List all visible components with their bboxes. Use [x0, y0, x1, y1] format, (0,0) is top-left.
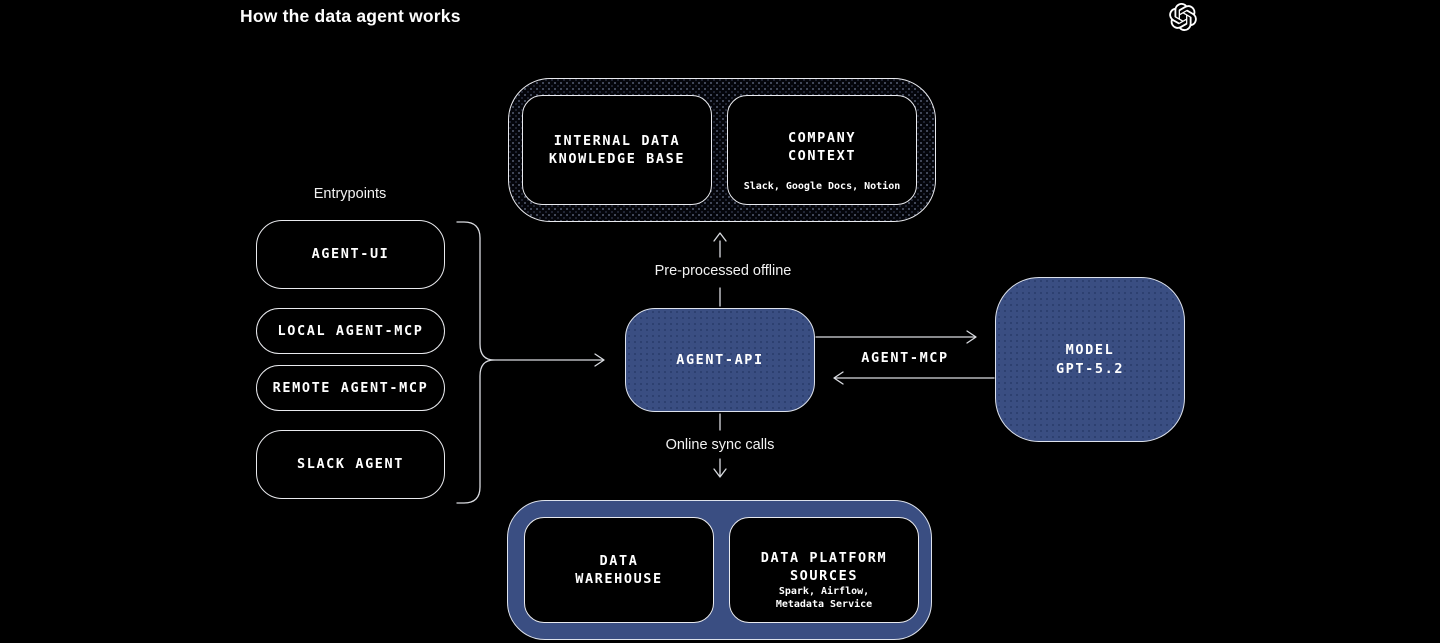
node-agent-ui: AGENT-UI [256, 220, 445, 289]
preprocessed-offline-label: Pre-processed offline [654, 263, 792, 279]
model-label: MODEL GPT-5.2 [1055, 341, 1125, 377]
data-warehouse-label: DATA WAREHOUSE [575, 552, 663, 587]
node-internal-data-knowledge-base: INTERNAL DATA KNOWLEDGE BASE [522, 95, 712, 205]
company-context-label: COMPANY CONTEXT [787, 129, 857, 164]
entrypoints-label: Entrypoints [313, 186, 387, 202]
internal-data-label: INTERNAL DATA KNOWLEDGE BASE [548, 132, 686, 167]
data-platform-sources-detail: Spark, Airflow, Metadata Service [775, 586, 873, 610]
openai-logo-icon [1169, 3, 1197, 32]
page-title: How the data agent works [240, 6, 461, 26]
node-local-agent-mcp: LOCAL AGENT-MCP [256, 308, 445, 354]
node-slack-agent: SLACK AGENT [256, 430, 445, 499]
node-agent-api: AGENT-API [625, 308, 815, 412]
data-platform-sources-label: DATA PLATFORM SOURCES [760, 549, 888, 584]
entrypoints-brace [456, 221, 495, 504]
node-slack-agent-label: SLACK AGENT [296, 456, 404, 473]
agent-mcp-label: AGENT-MCP [861, 350, 949, 366]
node-data-warehouse: DATA WAREHOUSE [524, 517, 714, 623]
node-local-agent-mcp-label: LOCAL AGENT-MCP [277, 322, 424, 339]
node-remote-agent-mcp: REMOTE AGENT-MCP [256, 365, 445, 411]
arrowhead-up-icon [713, 232, 727, 242]
arrowhead-down-icon [713, 468, 727, 478]
arrowhead-right2-icon [966, 330, 977, 344]
node-company-context: COMPANY CONTEXT Slack, Google Docs, Noti… [727, 95, 917, 205]
node-agent-ui-label: AGENT-UI [311, 246, 390, 263]
agent-api-label: AGENT-API [676, 351, 764, 368]
node-data-platform-sources: DATA PLATFORM SOURCES Spark, Airflow, Me… [729, 517, 919, 623]
node-model-gpt-5-2: MODEL GPT-5.2 [995, 277, 1185, 442]
arrowhead-left-icon [833, 371, 844, 385]
online-sync-calls-label: Online sync calls [665, 437, 775, 453]
node-remote-agent-mcp-label: REMOTE AGENT-MCP [272, 379, 429, 396]
company-context-sources: Slack, Google Docs, Notion [743, 180, 901, 192]
arrowhead-right-icon [594, 353, 605, 367]
